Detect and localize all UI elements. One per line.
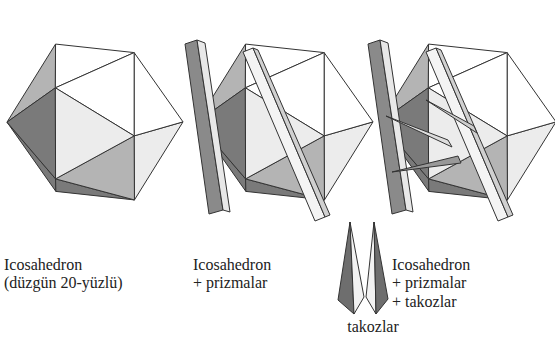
prism (426, 48, 508, 221)
icosahedron (368, 40, 555, 221)
icosahedron (7, 44, 183, 200)
wedge (350, 222, 364, 314)
prism (243, 48, 325, 221)
label-box: Icosahedron + prizmalar + takozlar (392, 256, 476, 311)
wedge (374, 222, 388, 314)
wedge (392, 156, 461, 172)
icosahedron-face (507, 53, 555, 136)
caption-label: Icosahedron (düzgün 20-yüzlü) (4, 256, 128, 293)
caption-label: takozlar (331, 318, 415, 336)
label-box: Icosahedron + prizmalar (193, 256, 277, 293)
prism (253, 48, 330, 217)
wedge (426, 100, 477, 133)
prism (436, 48, 513, 217)
prism (197, 40, 230, 212)
label-box: takozlar (331, 318, 415, 336)
icosahedron-face (134, 53, 183, 136)
caption-label: Icosahedron + prizmalar (193, 256, 277, 293)
wedge (386, 116, 452, 147)
icosahedron-face (324, 53, 373, 136)
icosahedron (185, 40, 373, 221)
wedge-pair (338, 222, 388, 314)
label-box: Icosahedron (düzgün 20-yüzlü) (4, 256, 128, 293)
caption-label: Icosahedron + prizmalar + takozlar (392, 256, 476, 311)
icosahedron-face (55, 88, 134, 179)
icosahedron-face (7, 88, 56, 179)
